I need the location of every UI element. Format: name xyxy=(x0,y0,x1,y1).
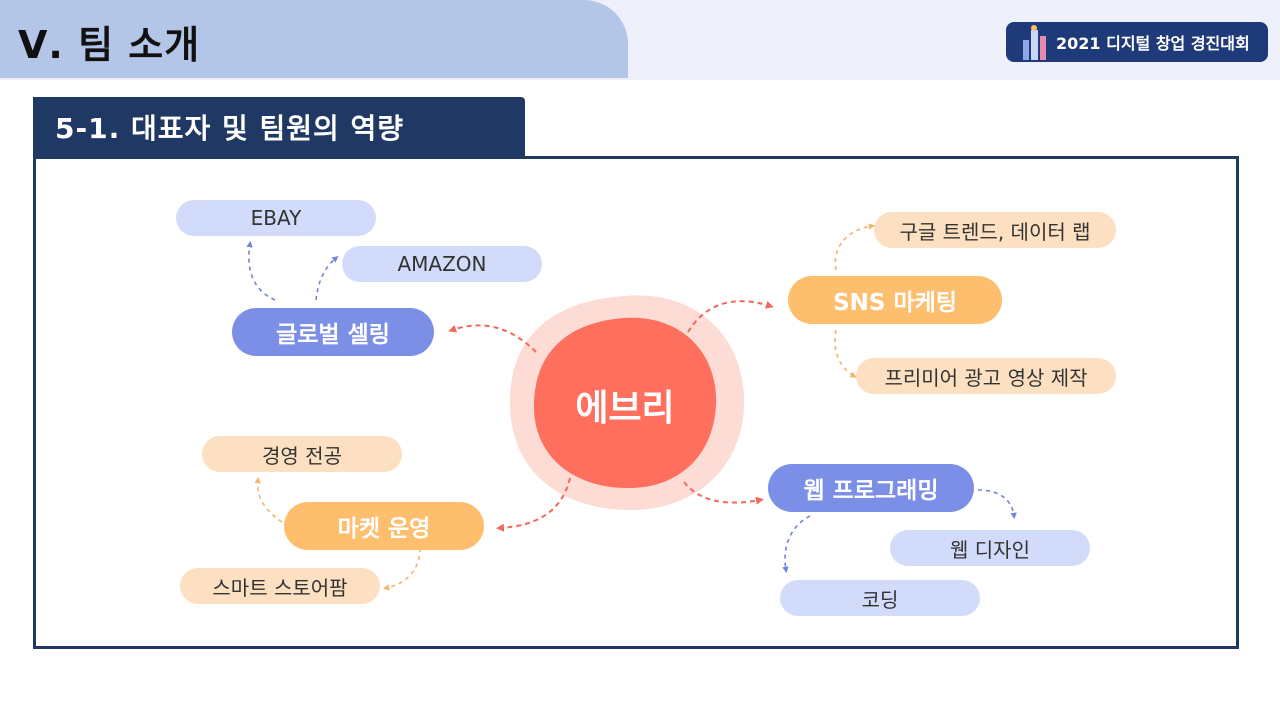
node-google-trends: 구글 트렌드, 데이터 랩 xyxy=(874,212,1116,248)
node-smart-store: 스마트 스토어팜 xyxy=(180,568,380,604)
center-node-label: 에브리 xyxy=(575,388,675,429)
node-business-major: 경영 전공 xyxy=(202,436,402,472)
section-tab: 5-1. 대표자 및 팀원의 역량 xyxy=(33,97,525,157)
connector-sns-premiere xyxy=(834,329,857,378)
page-title: Ⅴ. 팀 소개 xyxy=(18,23,201,67)
node-amazon: AMAZON xyxy=(342,246,542,282)
connector-market-store xyxy=(382,547,421,591)
connector-center-market xyxy=(496,477,571,532)
connector-market-major xyxy=(254,476,283,523)
connector-global-amazon xyxy=(315,255,339,301)
contest-badge: 2021 디지털 창업 경진대회 xyxy=(1006,22,1268,62)
contest-name: 2021 디지털 창업 경진대회 xyxy=(1056,34,1250,53)
branch-sns-marketing: SNS 마케팅 xyxy=(788,276,1002,324)
connector-center-sns xyxy=(687,300,774,333)
branch-market-operation: 마켓 운영 xyxy=(284,502,484,550)
center-circle xyxy=(533,317,717,489)
city-skyline-icon xyxy=(1023,25,1046,60)
branch-web-programming: 웹 프로그래밍 xyxy=(768,464,974,512)
connector-global-ebay xyxy=(246,240,276,301)
node-premiere: 프리미어 광고 영상 제작 xyxy=(856,358,1116,394)
title-tab: Ⅴ. 팀 소개 xyxy=(0,0,628,78)
branch-global-selling: 글로벌 셀링 xyxy=(232,308,434,356)
node-coding: 코딩 xyxy=(780,580,980,616)
node-ebay: EBAY xyxy=(176,200,376,236)
connector-web-design xyxy=(977,489,1017,520)
section-title: 5-1. 대표자 및 팀원의 역량 xyxy=(55,112,405,145)
connector-center-global xyxy=(448,324,537,353)
connector-web-coding xyxy=(782,515,811,574)
connector-sns-google xyxy=(834,223,876,271)
node-web-design: 웹 디자인 xyxy=(890,530,1090,566)
connector-center-web xyxy=(683,481,764,505)
